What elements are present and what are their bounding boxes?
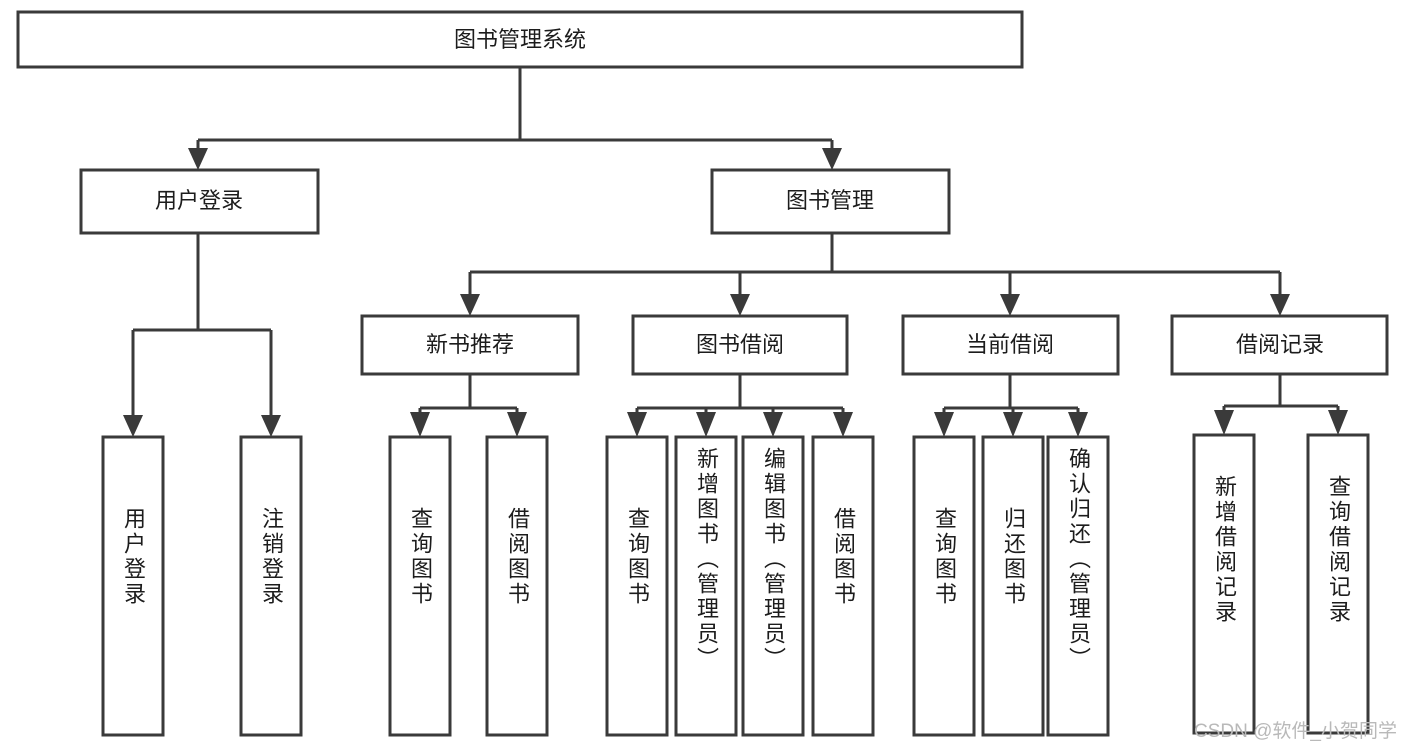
arrowhead-new-book xyxy=(460,294,480,316)
arrowhead-br-leaf2 xyxy=(1328,410,1348,435)
node-borrow-record[interactable]: 借阅记录 xyxy=(1170,314,1389,376)
leaf-box-cb-query-book[interactable] xyxy=(912,435,976,737)
node-book-borrow-box[interactable] xyxy=(631,314,849,376)
arrowhead-nb-leaf1 xyxy=(410,412,430,437)
arrowhead-cb-leaf3 xyxy=(1068,412,1088,437)
node-user-login-box[interactable] xyxy=(79,168,320,235)
node-book-borrow-label: 图书借阅 xyxy=(696,332,784,357)
arrowhead-cb-leaf2 xyxy=(1003,412,1023,437)
arrowhead-bb-leaf3 xyxy=(763,412,783,437)
node-borrow-record-box[interactable] xyxy=(1170,314,1389,376)
node-root-box[interactable] xyxy=(16,10,1024,69)
arrowhead-current-borrow xyxy=(1000,294,1020,316)
connector-layer xyxy=(123,67,1348,437)
arrowhead-bb-leaf1 xyxy=(627,412,647,437)
arrowhead-bb-leaf2 xyxy=(696,412,716,437)
node-book-management[interactable]: 图书管理 xyxy=(710,168,951,235)
leaf-box-bb-borrow-book[interactable] xyxy=(811,435,875,737)
watermark-text: CSDN @软件_小贺同学 xyxy=(1194,721,1397,742)
leaf-box-br-query-record[interactable] xyxy=(1306,433,1370,735)
node-book-management-box[interactable] xyxy=(710,168,951,235)
node-book-management-label: 图书管理 xyxy=(786,188,874,213)
leaf-box-user-login[interactable] xyxy=(101,435,165,737)
node-new-book-recommend-label: 新书推荐 xyxy=(426,332,514,357)
arrowhead-borrow-record xyxy=(1270,294,1290,316)
node-root[interactable]: 图书管理系统 xyxy=(16,10,1024,69)
arrowhead-bb-leaf4 xyxy=(833,412,853,437)
node-user-login[interactable]: 用户登录 xyxy=(79,168,320,235)
node-current-borrow-box[interactable] xyxy=(901,314,1120,376)
leaf-box-nb-query-book[interactable] xyxy=(388,435,452,737)
arrowhead-br-leaf1 xyxy=(1214,410,1234,435)
arrowhead-user-login xyxy=(188,148,208,170)
node-user-login-label: 用户登录 xyxy=(155,188,243,213)
arrowhead-book-borrow xyxy=(730,294,750,316)
arrowhead-cb-leaf1 xyxy=(934,412,954,437)
node-current-borrow-label: 当前借阅 xyxy=(966,332,1054,357)
leaf-box-logout[interactable] xyxy=(239,435,303,737)
arrowhead-leaf-user-login xyxy=(123,415,143,437)
leaf-box-bb-add-book[interactable] xyxy=(674,435,738,737)
leaf-box-br-add-record[interactable] xyxy=(1192,433,1256,735)
node-new-book-recommend[interactable]: 新书推荐 xyxy=(360,314,580,376)
arrowhead-nb-leaf2 xyxy=(507,412,527,437)
arrowhead-leaf-logout xyxy=(261,415,281,437)
leaf-boxes xyxy=(101,433,1370,737)
node-new-book-recommend-box[interactable] xyxy=(360,314,580,376)
leaf-box-bb-query-book[interactable] xyxy=(605,435,669,737)
node-current-borrow[interactable]: 当前借阅 xyxy=(901,314,1120,376)
leaf-box-cb-return-book[interactable] xyxy=(981,435,1045,737)
node-borrow-record-label: 借阅记录 xyxy=(1236,332,1324,357)
leaf-box-cb-confirm-return[interactable] xyxy=(1046,435,1110,737)
leaf-box-nb-borrow-book[interactable] xyxy=(485,435,549,737)
node-book-borrow[interactable]: 图书借阅 xyxy=(631,314,849,376)
leaf-box-bb-edit-book[interactable] xyxy=(741,435,805,737)
node-root-label: 图书管理系统 xyxy=(454,27,586,52)
arrowhead-book-mgmt xyxy=(822,148,842,170)
